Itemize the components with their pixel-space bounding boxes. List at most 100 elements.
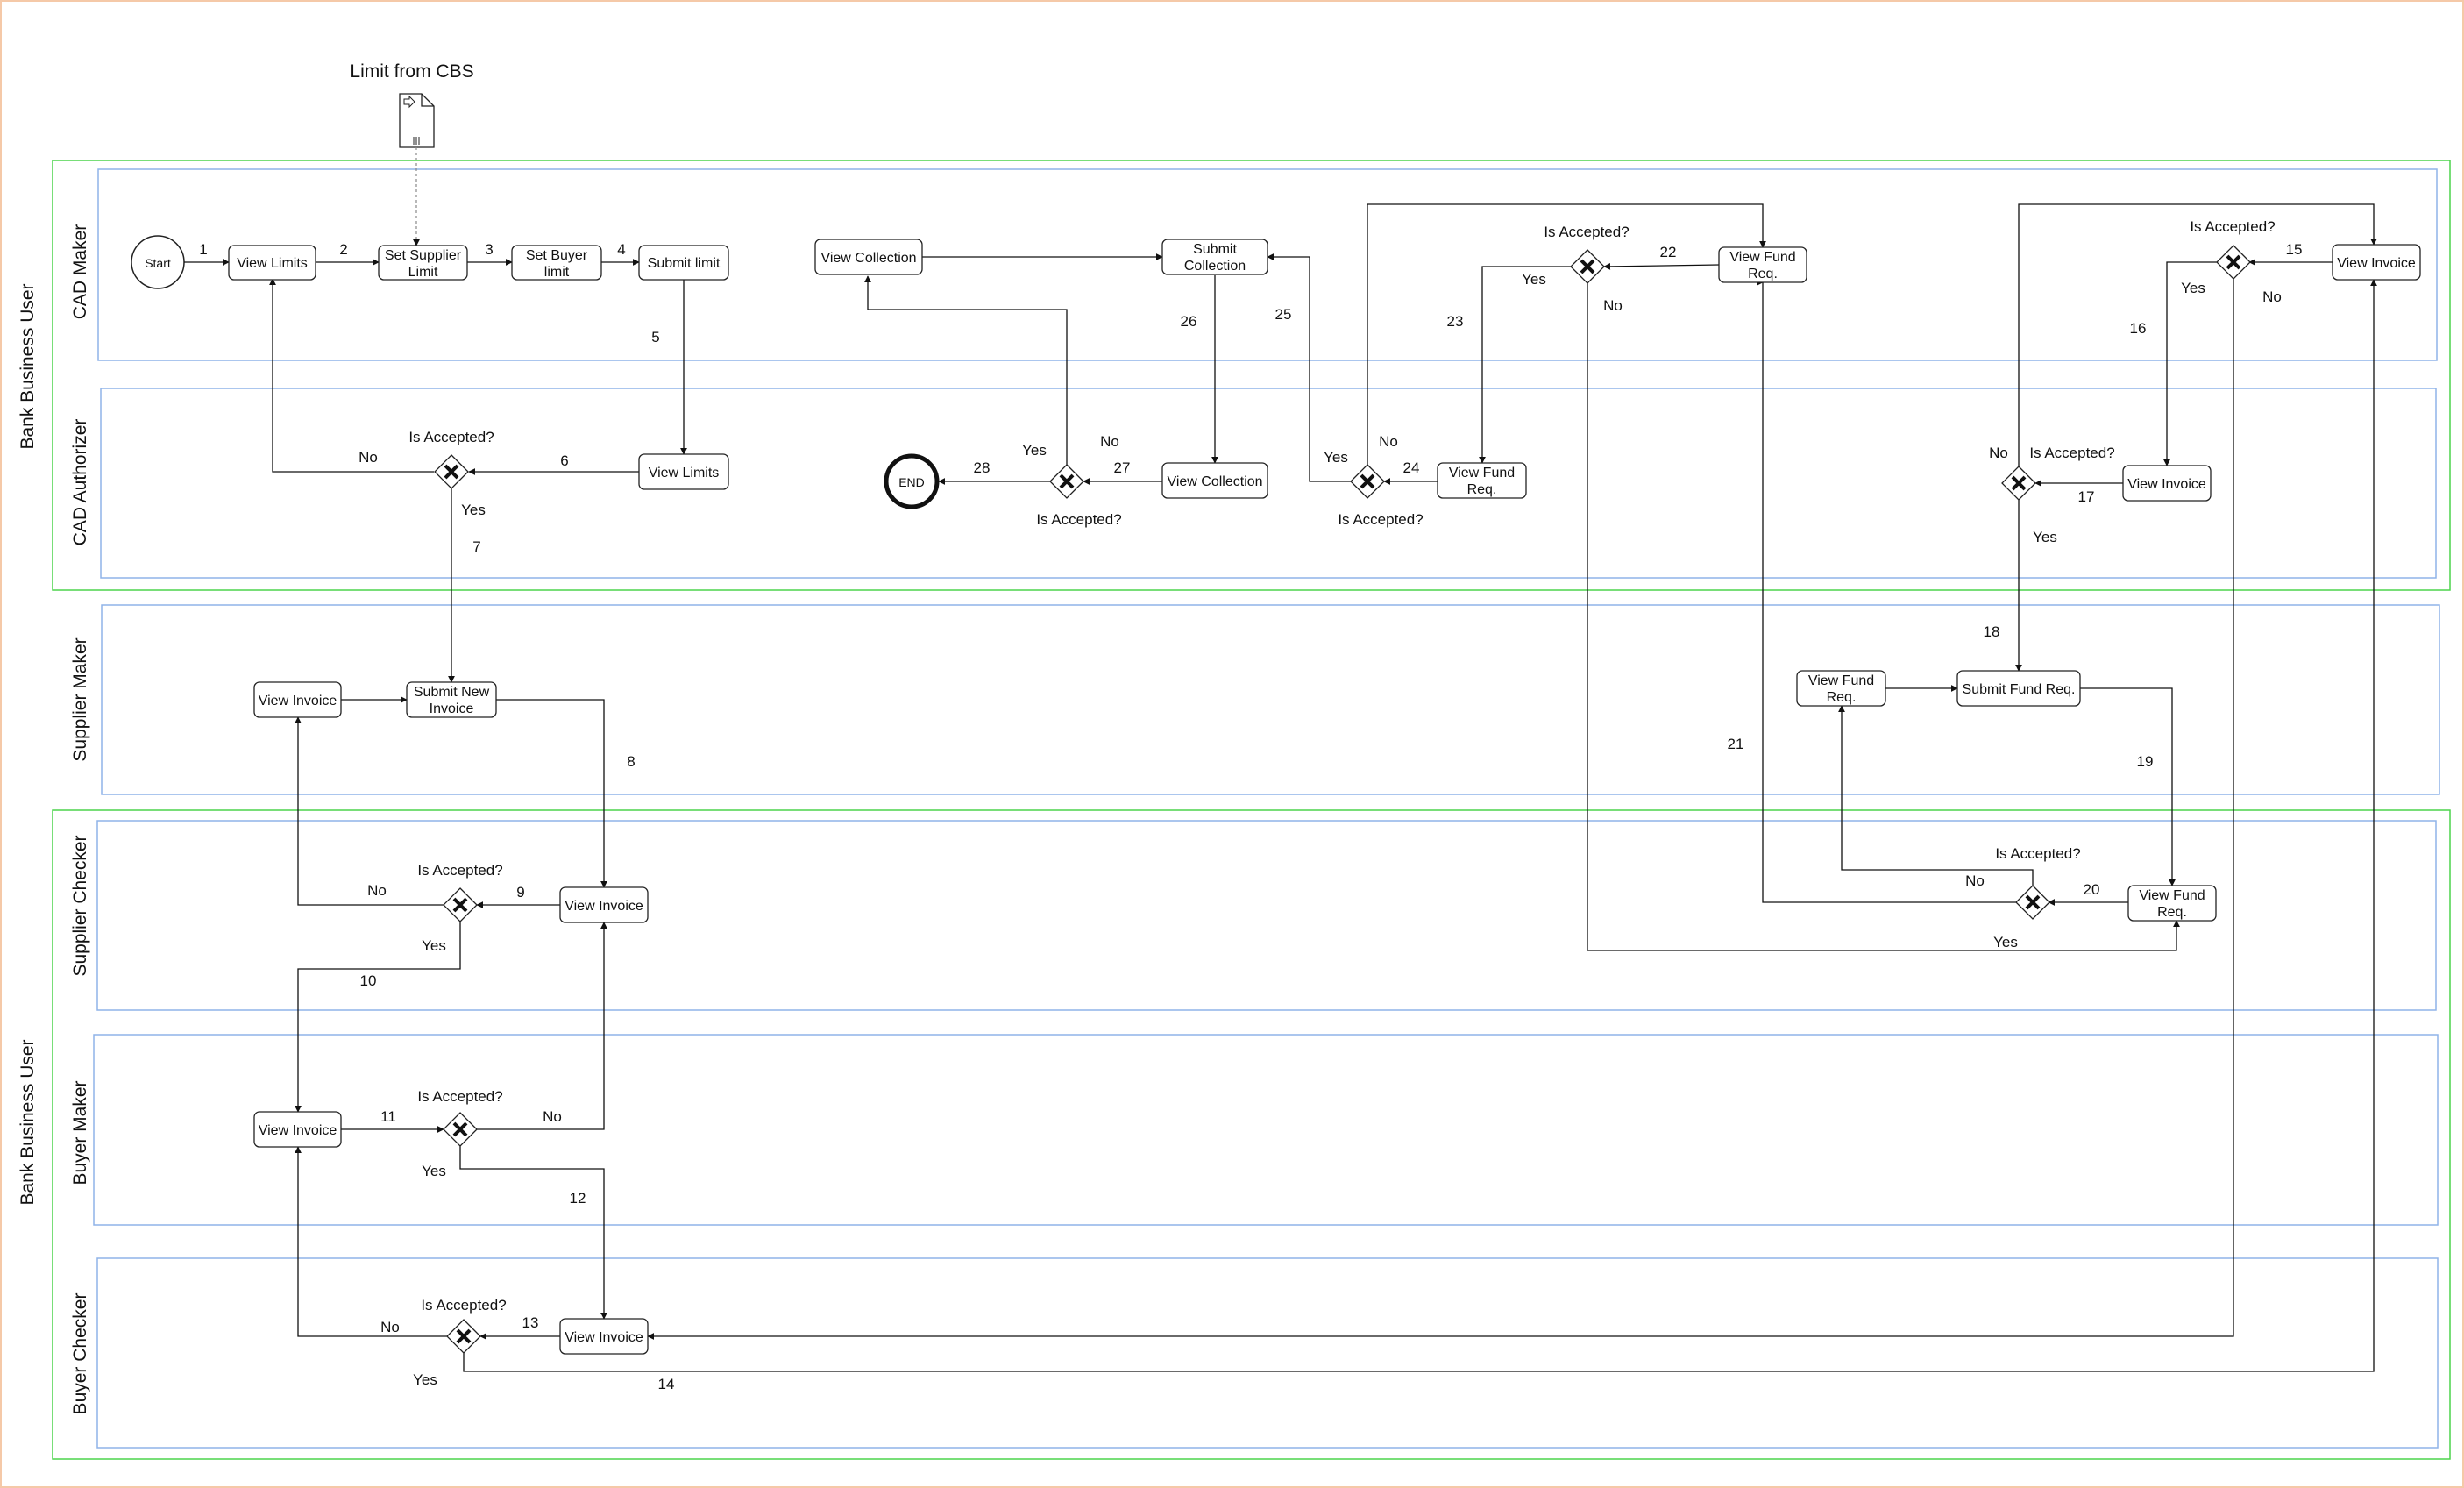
step-number-28: 28 — [974, 459, 991, 476]
gateway-sc-fund-req — [2015, 885, 2050, 920]
no-label: No — [1989, 445, 2008, 461]
task-label: View Invoice — [565, 1330, 643, 1345]
task-label-line2: Req. — [1827, 690, 1857, 705]
task-cm-set-buyer-limit[interactable]: Set Buyer limit — [511, 245, 602, 281]
task-label: Submit Fund Req. — [1963, 682, 2076, 697]
task-label-line2: limit — [544, 265, 570, 280]
step-number-14: 14 — [658, 1376, 675, 1392]
task-label-line2: Req. — [1467, 482, 1497, 497]
gateway-bm-invoice — [443, 1112, 478, 1147]
task-cm-set-supplier-limit[interactable]: Set Supplier Limit — [378, 245, 468, 281]
gateway-bc-invoice — [446, 1319, 481, 1354]
task-label-line1: Submit New — [414, 685, 490, 700]
step-number-12: 12 — [570, 1190, 586, 1207]
lane-supplier-checker — [96, 820, 2437, 1011]
task-label: View Limits — [237, 256, 308, 271]
step-number-23: 23 — [1447, 313, 1464, 330]
task-cm-view-limits[interactable]: View Limits — [228, 245, 316, 281]
task-sm-submit-new-invoice[interactable]: Submit New Invoice — [406, 681, 497, 718]
lane-cad-authorizer — [100, 388, 2437, 579]
lane-cad-maker — [97, 168, 2438, 361]
task-label-line2: Limit — [408, 265, 438, 280]
step-number-16: 16 — [2130, 320, 2147, 337]
lane-label-supplier-checker: Supplier Checker — [70, 835, 90, 976]
step-number-19: 19 — [2137, 753, 2154, 770]
lane-buyer-checker — [96, 1257, 2439, 1449]
task-bc-view-invoice[interactable]: View Invoice — [559, 1318, 649, 1355]
gateway-ca-fund-req — [1350, 464, 1385, 499]
step-number-13: 13 — [522, 1314, 539, 1331]
step-number-20: 20 — [2084, 881, 2100, 898]
gateway-cm-invoice — [2216, 245, 2251, 280]
yes-label: Yes — [422, 937, 446, 954]
no-label: No — [380, 1319, 400, 1335]
lane-buyer-maker — [93, 1034, 2439, 1226]
step-number-9: 9 — [516, 884, 524, 901]
task-cm-submit-limit[interactable]: Submit limit — [638, 245, 729, 281]
yes-label: Yes — [1022, 442, 1047, 459]
pool-label-top: Bank Business User — [18, 283, 38, 449]
step-number-1: 1 — [199, 241, 207, 258]
step-number-22: 22 — [1660, 244, 1677, 260]
task-label-line2: Invoice — [430, 701, 474, 716]
step-number-6: 6 — [560, 452, 568, 469]
step-number-17: 17 — [2078, 488, 2095, 505]
task-label-line1: View Fund — [1449, 466, 1515, 481]
no-label: No — [543, 1108, 562, 1125]
gateway-label: Is Accepted? — [2029, 445, 2114, 461]
step-number-21: 21 — [1728, 736, 1744, 752]
task-sm-submit-fund-req[interactable]: Submit Fund Req. — [1956, 670, 2081, 707]
task-ca-view-fund-req[interactable]: View Fund Req. — [1437, 462, 1527, 499]
step-number-27: 27 — [1114, 459, 1131, 476]
document-label: Limit from CBS — [350, 61, 473, 82]
step-number-8: 8 — [627, 753, 635, 770]
gateway-label: Is Accepted? — [1544, 224, 1629, 240]
pool-bank-business-user-bottom — [52, 809, 2451, 1460]
step-number-26: 26 — [1181, 313, 1197, 330]
no-label: No — [359, 449, 378, 466]
document-icon — [399, 93, 435, 148]
task-cm-view-collection[interactable]: View Collection — [814, 239, 923, 275]
yes-label: Yes — [1324, 449, 1348, 466]
task-cm-submit-collection[interactable]: Submit Collection — [1161, 239, 1268, 275]
start-event-label: Start — [145, 256, 171, 270]
task-label: View Invoice — [259, 1123, 337, 1138]
task-cm-view-fund-req[interactable]: View Fund Req. — [1718, 246, 1807, 283]
step-number-3: 3 — [485, 241, 493, 258]
task-cm-view-invoice[interactable]: View Invoice — [2332, 244, 2421, 281]
no-label: No — [1100, 433, 1119, 450]
no-label: No — [2262, 288, 2282, 305]
task-sm-view-invoice[interactable]: View Invoice — [253, 681, 342, 718]
yes-label: Yes — [1522, 271, 1546, 288]
flow-edges — [184, 203, 2377, 1372]
task-label: View Invoice — [259, 694, 337, 708]
no-label: No — [1379, 433, 1398, 450]
task-sc-view-invoice[interactable]: View Invoice — [559, 886, 649, 923]
lane-label-buyer-checker: Buyer Checker — [70, 1293, 90, 1415]
no-label: No — [1603, 297, 1623, 314]
end-event — [884, 453, 940, 509]
gateway-label: Is Accepted? — [421, 1297, 506, 1314]
end-event-label: END — [898, 475, 925, 489]
no-label: No — [1965, 872, 1985, 889]
task-ca-view-invoice[interactable]: View Invoice — [2122, 465, 2212, 502]
task-label-line2: Req. — [2157, 905, 2187, 920]
task-bm-view-invoice[interactable]: View Invoice — [253, 1111, 342, 1148]
gateway-sc-invoice — [443, 887, 478, 922]
no-label: No — [367, 882, 387, 899]
task-label: View Invoice — [2337, 256, 2416, 271]
task-ca-view-collection[interactable]: View Collection — [1161, 462, 1268, 499]
task-label-line1: View Fund — [1729, 250, 1795, 265]
step-number-2: 2 — [339, 241, 347, 258]
task-label-line2: Req. — [1748, 267, 1778, 281]
gateway-label: Is Accepted? — [417, 1088, 502, 1105]
pool-bank-business-user-top — [52, 160, 2451, 591]
task-sm-view-fund-req[interactable]: View Fund Req. — [1796, 670, 1886, 707]
task-label-line1: Submit — [1193, 242, 1237, 257]
task-ca-view-limits[interactable]: View Limits — [638, 453, 729, 490]
task-sc-view-fund-req[interactable]: View Fund Req. — [2127, 885, 2217, 922]
step-number-11: 11 — [380, 1108, 396, 1125]
step-number-15: 15 — [2286, 241, 2303, 258]
